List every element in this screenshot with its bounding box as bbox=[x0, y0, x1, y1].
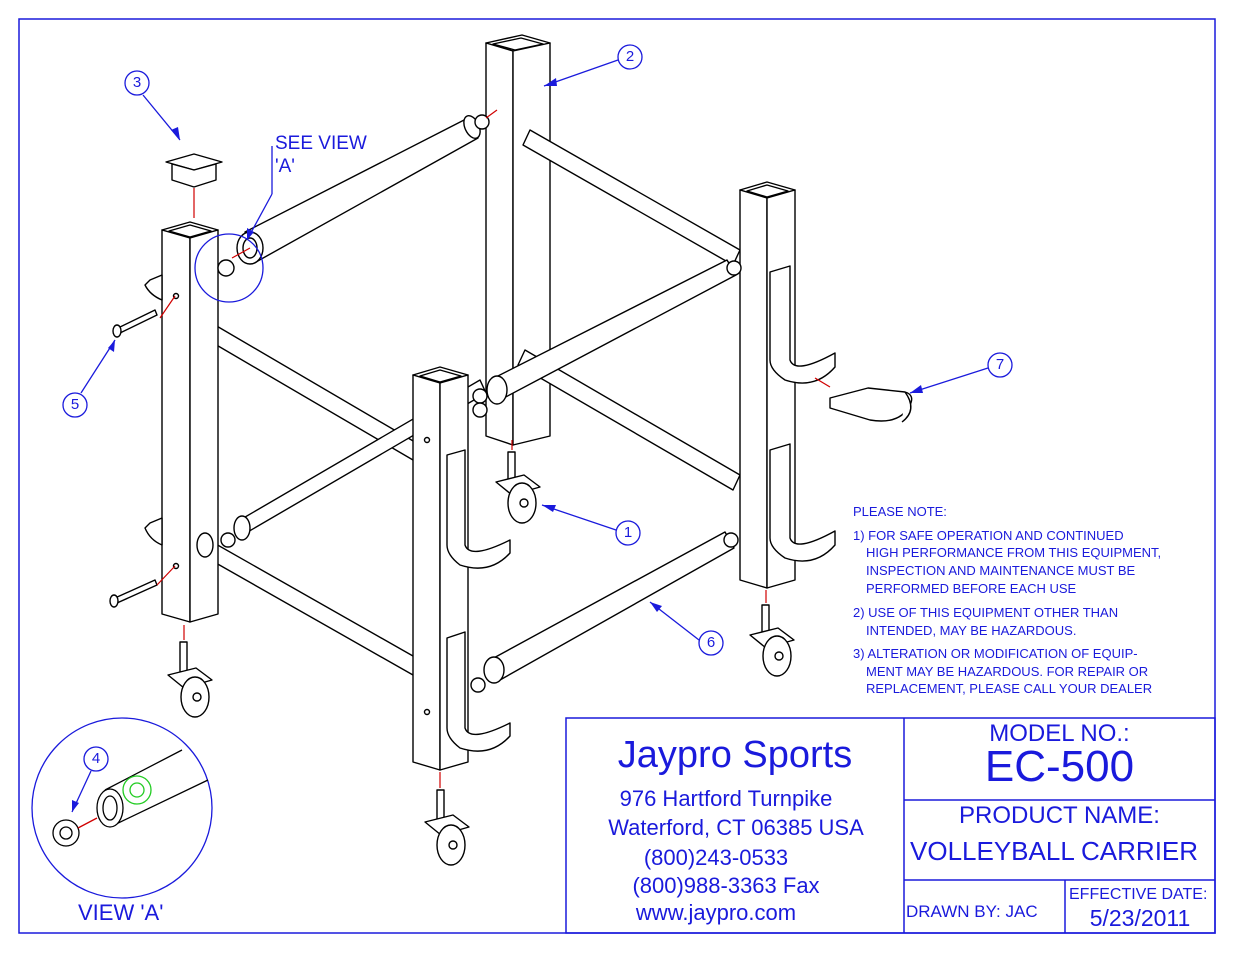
callout-arrowheads bbox=[72, 78, 923, 812]
product-name: VOLLEYBALL CARRIER bbox=[910, 836, 1199, 866]
note-1-line-3: INSPECTION AND MAINTENANCE MUST BE bbox=[866, 563, 1136, 578]
model-label: MODEL NO.: bbox=[989, 720, 1130, 747]
post-right bbox=[739, 181, 836, 589]
callout-2: 2 bbox=[625, 48, 635, 65]
title-block-lines bbox=[565, 717, 1216, 934]
see-view-label-line2: 'A' bbox=[275, 156, 295, 177]
center-lines bbox=[156, 109, 831, 788]
star-nuts bbox=[217, 114, 742, 693]
product-label: PRODUCT NAME: bbox=[959, 802, 1160, 829]
note-3-line-3: REPLACEMENT, PLEASE CALL YOUR DEALER bbox=[866, 681, 1153, 696]
casters bbox=[167, 451, 795, 866]
see-view-label-line1: SEE VIEW bbox=[275, 133, 367, 154]
callout-6: 6 bbox=[706, 634, 716, 651]
callout-1: 1 bbox=[623, 524, 633, 541]
drawn-by: DRAWN BY: JAC bbox=[906, 902, 1038, 921]
end-cap bbox=[165, 153, 223, 188]
note-1-line-2: HIGH PERFORMANCE FROM THIS EQUIPMENT, bbox=[866, 545, 1162, 560]
post-left bbox=[144, 221, 219, 623]
callout-5: 5 bbox=[70, 396, 80, 413]
effective-date: 5/23/2011 bbox=[1089, 905, 1191, 931]
company-fax: (800)988-3363 Fax bbox=[632, 873, 820, 898]
note-1-line-4: PERFORMED BEFORE EACH USE bbox=[866, 581, 1077, 596]
view-a-label: VIEW 'A' bbox=[78, 900, 164, 925]
ball-hook bbox=[829, 387, 913, 423]
model-number: EC-500 bbox=[984, 742, 1135, 791]
callout-7: 7 bbox=[995, 356, 1005, 373]
note-2-line-2: INTENDED, MAY BE HAZARDOUS. bbox=[866, 623, 1077, 638]
company-address-2: Waterford, CT 06385 USA bbox=[608, 815, 864, 840]
company-phone: (800)243-0533 bbox=[643, 845, 789, 870]
view-a-detail bbox=[52, 749, 209, 847]
callout-3: 3 bbox=[132, 74, 142, 91]
notes-heading: PLEASE NOTE: bbox=[853, 504, 947, 519]
carrier-frame bbox=[109, 34, 913, 866]
note-3-line-1: 3) ALTERATION OR MODIFICATION OF EQUIP- bbox=[853, 646, 1138, 661]
note-1-line-1: 1) FOR SAFE OPERATION AND CONTINUED bbox=[853, 528, 1124, 543]
tubes-front bbox=[196, 259, 737, 684]
effective-date-label: EFFECTIVE DATE: bbox=[1069, 886, 1208, 903]
company-name: Jaypro Sports bbox=[617, 734, 853, 776]
callout-4: 4 bbox=[91, 750, 101, 767]
company-website: www.jaypro.com bbox=[635, 900, 797, 925]
note-2-line-1: 2) USE OF THIS EQUIPMENT OTHER THAN bbox=[853, 605, 1119, 620]
bolts bbox=[109, 309, 158, 608]
post-front bbox=[412, 366, 511, 771]
note-3-line-2: MENT MAY BE HAZARDOUS. FOR REPAIR OR bbox=[866, 664, 1149, 679]
company-address-1: 976 Hartford Turnpike bbox=[619, 786, 833, 811]
